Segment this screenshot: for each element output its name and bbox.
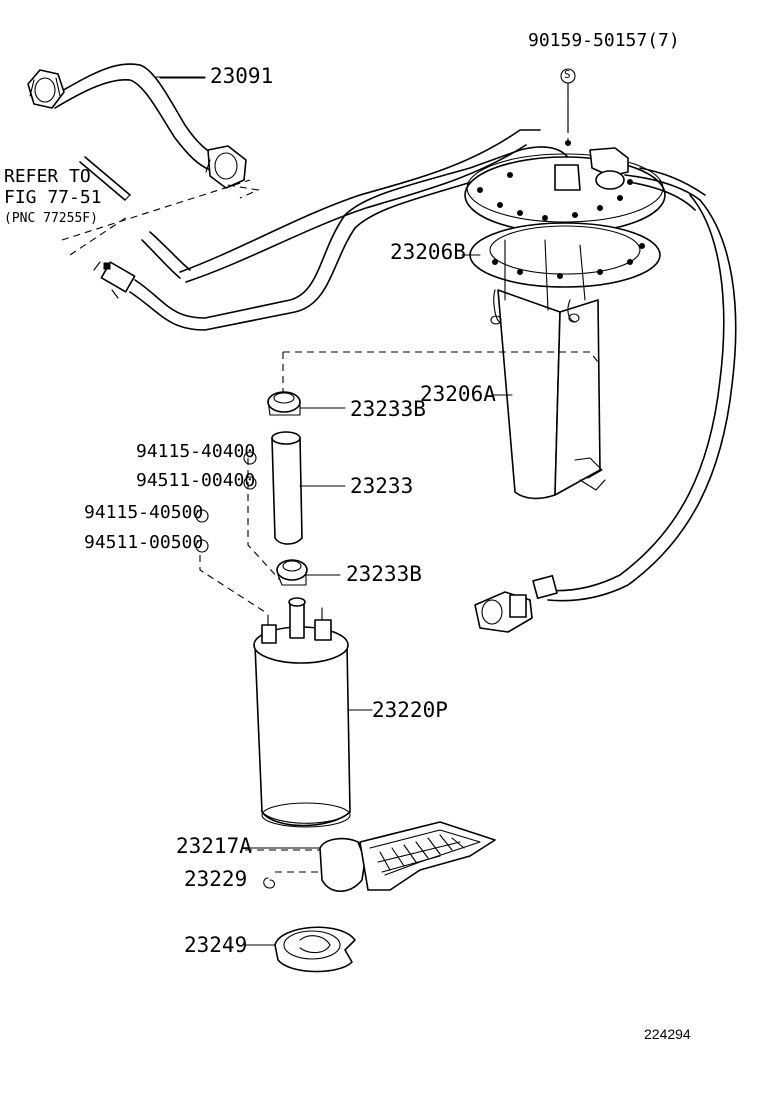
pump-cushion-23249 (274, 926, 356, 973)
part-label-94115-40500[interactable]: 94115-40500 (84, 502, 204, 523)
part-label-94115-40400[interactable]: 94115-40400 (136, 441, 256, 462)
bracket-body-23206A (490, 239, 606, 500)
fuel-line-nut-fitting (93, 261, 136, 299)
bracket-ring-23206B (469, 222, 661, 288)
catalog-number: 224294 (644, 1026, 691, 1042)
part-label-23220P[interactable]: 23220P (372, 698, 448, 722)
filter-clip-23229 (263, 871, 320, 889)
hose-end-fitting-right (205, 145, 247, 189)
pump-filter-23217A (245, 821, 496, 893)
wiring-harness (474, 194, 737, 633)
hose-clamp-upper (267, 391, 301, 416)
part-label-94511-00500[interactable]: 94511-00500 (84, 532, 204, 553)
refer-note-line1[interactable]: REFER TO (4, 166, 91, 187)
part-label-94511-00400[interactable]: 94511-00400 (136, 470, 256, 491)
part-label-23249[interactable]: 23249 (184, 933, 248, 957)
referenced-pipe (79, 156, 131, 201)
part-label-23206B[interactable]: 23206B (390, 240, 466, 264)
fuel-pump-23220P (253, 597, 351, 828)
part-label-90159-50157[interactable]: 90159-50157(7) (528, 30, 680, 51)
refer-note-line2[interactable]: FIG 77-51 (4, 187, 102, 208)
part-label-23233B-upper[interactable]: 23233B (350, 397, 426, 421)
screw-marker (560, 68, 576, 140)
part-label-23229[interactable]: 23229 (184, 867, 248, 891)
hose-clamp-lower (276, 559, 308, 586)
pump-bracket-top-plate (464, 140, 706, 234)
part-label-23233B-lower[interactable]: 23233B (346, 562, 422, 586)
refer-note-line3[interactable]: (PNC 77255F) (4, 211, 98, 226)
part-label-23206A[interactable]: 23206A (420, 382, 496, 406)
part-label-23233[interactable]: 23233 (350, 474, 414, 498)
part-label-23091[interactable]: 23091 (210, 64, 274, 88)
part-label-23217A[interactable]: 23217A (176, 834, 252, 858)
fuel-hose-23091 (27, 63, 247, 189)
hose-end-fitting-left (27, 69, 65, 109)
nut-washer-markers (195, 451, 257, 553)
leader-lines (154, 76, 513, 946)
harness-connector (474, 591, 533, 633)
screw-symbol-label: S (564, 68, 571, 81)
fuel-hose-23233 (271, 431, 303, 545)
